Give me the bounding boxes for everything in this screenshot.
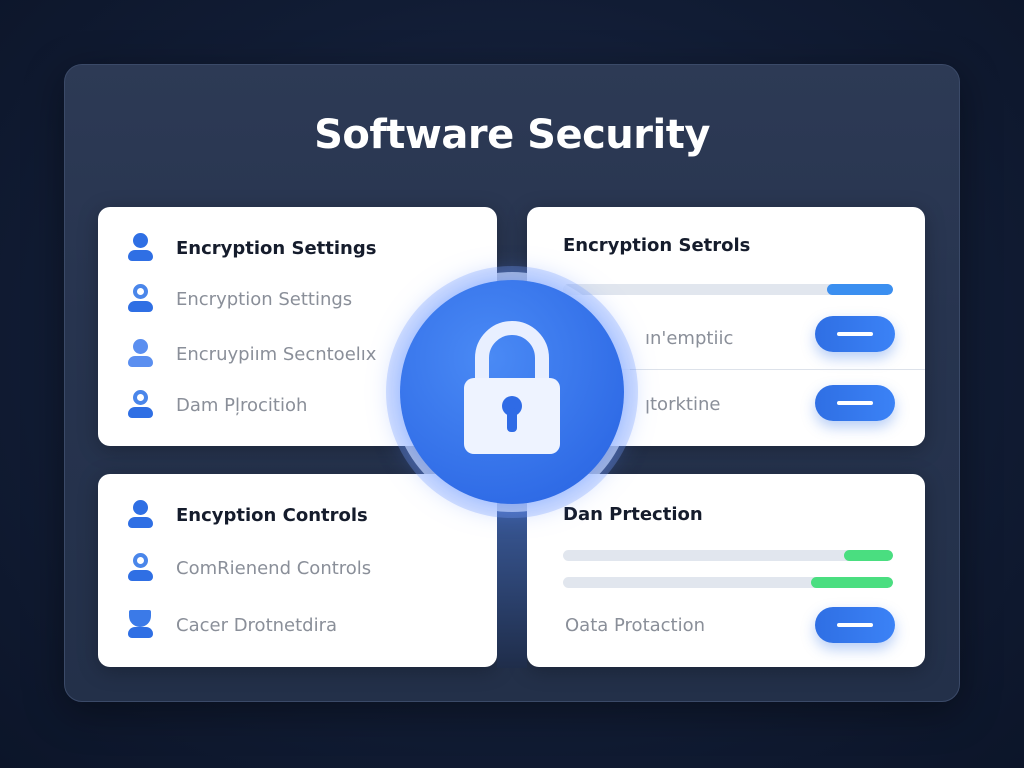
list-item[interactable]: Cacer Drotnetdira [126, 610, 337, 640]
progress-bar [563, 550, 893, 561]
list-item[interactable]: Dam Pļrocitioh [126, 390, 307, 420]
shield-user-icon [126, 610, 154, 640]
toggle-button[interactable] [815, 385, 895, 421]
list-item[interactable]: Encyption Controls [126, 500, 368, 530]
list-item[interactable]: Encryption Settings [126, 284, 352, 314]
list-item-label: Dam Pļrocitioh [176, 394, 308, 416]
list-item-label: Cacer Drotnetdira [176, 614, 338, 636]
user-icon [126, 339, 154, 369]
page-title: Software Security [314, 112, 710, 158]
card-data-protection: Dan Prtection Oata Protaction [527, 474, 925, 667]
list-item[interactable]: Encryption Settings [126, 233, 376, 263]
card-heading: Encryption Setrols [563, 235, 751, 256]
lock-badge [400, 280, 624, 504]
divider [587, 369, 925, 370]
card-encryption-controls: Encyption Controls ComRienend Controls C… [98, 474, 497, 667]
toggle-button[interactable] [815, 607, 895, 643]
user-outline-icon [126, 284, 154, 314]
toggle-button[interactable] [815, 316, 895, 352]
list-item-label: Encyption Controls [176, 504, 368, 526]
connector [497, 503, 527, 668]
user-icon [126, 500, 154, 530]
lock-icon [464, 321, 560, 454]
setting-label: ꞁtorktine [645, 394, 721, 415]
list-item-label: Encryption Settings [176, 288, 353, 310]
list-item-label: ComRienend Controls [176, 557, 372, 579]
list-item-label: Encruypiım Secntoelıx [176, 343, 377, 365]
user-icon [126, 233, 154, 263]
user-outline-icon [126, 553, 154, 583]
progress-bar [563, 577, 893, 588]
progress-fill [827, 284, 893, 295]
setting-label: ın'emptiic [645, 328, 734, 349]
progress-fill [843, 550, 893, 561]
card-encryption-settings: Encryption Settings Encryption Settings … [98, 207, 497, 446]
setting-label: Oata Protaction [565, 615, 706, 636]
list-item[interactable]: Encruypiım Secntoelıx [126, 339, 376, 369]
list-item-label: Encryption Settings [176, 237, 377, 259]
card-heading: Dan Prtection [563, 504, 703, 525]
progress-bar [563, 284, 893, 295]
list-item[interactable]: ComRienend Controls [126, 553, 371, 583]
user-outline-icon [126, 390, 154, 420]
progress-fill [810, 577, 893, 588]
